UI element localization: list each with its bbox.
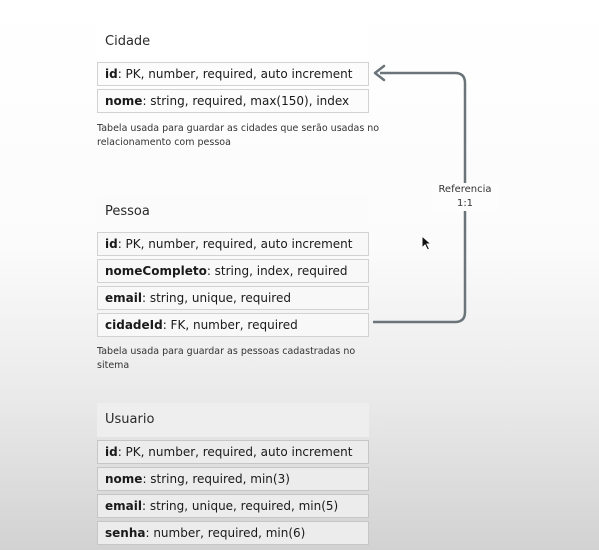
field-description: : string, unique, required, min(5): [141, 499, 339, 513]
field-name: id: [105, 445, 118, 459]
field-description: : string, required, max(150), index: [142, 94, 350, 108]
table-note-pessoa: Tabela usada para guardar as pessoas cad…: [97, 346, 356, 371]
table-title: Pessoa: [97, 195, 369, 229]
field-name: nome: [105, 472, 143, 486]
field-name: nome: [105, 94, 143, 108]
relation-label-type: Referencia: [438, 184, 492, 195]
field-name: email: [105, 291, 142, 305]
field-description: : string, index, required: [206, 264, 348, 278]
field-nome[interactable]: nome: string, required, max(150), index: [97, 89, 369, 113]
field-description: : PK, number, required, auto increment: [117, 67, 353, 81]
field-senha[interactable]: senha: number, required, min(6): [97, 521, 369, 545]
field-description: : string, required, min(3): [142, 472, 290, 486]
field-description: : PK, number, required, auto increment: [117, 445, 353, 459]
field-id[interactable]: id: PK, number, required, auto increment: [97, 440, 369, 464]
field-name: id: [105, 237, 118, 251]
table-title: Usuario: [97, 403, 369, 437]
field-nome[interactable]: nome: string, required, min(3): [97, 467, 369, 491]
table-pessoa[interactable]: Pessoa id: PK, number, required, auto in…: [97, 195, 369, 337]
field-description: : string, unique, required: [141, 291, 291, 305]
table-note-cidade: Tabela usada para guardar as cidades que…: [97, 123, 380, 148]
field-description: : PK, number, required, auto increment: [117, 237, 353, 251]
field-name: senha: [105, 526, 146, 540]
field-email[interactable]: email: string, unique, required, min(5): [97, 494, 369, 518]
table-usuario[interactable]: Usuario id: PK, number, required, auto i…: [97, 403, 369, 545]
field-description: : number, required, min(6): [145, 526, 306, 540]
field-id[interactable]: id: PK, number, required, auto increment: [97, 232, 369, 256]
mouse-cursor-icon: [421, 235, 433, 251]
relation-label-cardinality: 1:1: [456, 198, 474, 209]
field-name: email: [105, 499, 142, 513]
field-name: nomeCompleto: [105, 264, 207, 278]
field-description: : FK, number, required: [162, 318, 298, 332]
table-title: Cidade: [97, 25, 369, 59]
table-cidade[interactable]: Cidade id: PK, number, required, auto in…: [97, 25, 369, 113]
field-name: cidadeId: [105, 318, 163, 332]
field-id[interactable]: id: PK, number, required, auto increment: [97, 62, 369, 86]
field-cidade-id[interactable]: cidadeId: FK, number, required: [97, 313, 369, 337]
field-name: id: [105, 67, 118, 81]
arrow-head-icon: [373, 64, 386, 82]
field-nome-completo[interactable]: nomeCompleto: string, index, required: [97, 259, 369, 283]
field-email[interactable]: email: string, unique, required: [97, 286, 369, 310]
relation-label: Referencia 1:1: [432, 183, 498, 211]
